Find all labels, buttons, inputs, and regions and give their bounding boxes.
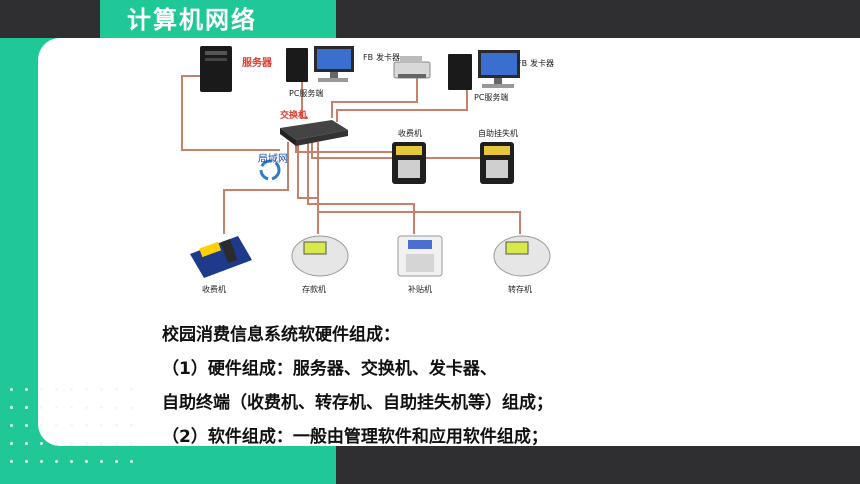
decorative-dot <box>40 388 43 391</box>
pos-top-label: 收费机 <box>398 128 422 138</box>
card-issuer-icon <box>393 56 431 79</box>
decorative-dot <box>100 388 103 391</box>
subsidy-machine-icon <box>397 235 443 277</box>
decorative-dot <box>130 406 133 409</box>
card-issuer-2-label: 发卡器 <box>530 58 554 68</box>
decorative-dot <box>100 424 103 427</box>
description-text: 校园消费信息系统软硬件组成： （1）硬件组成：服务器、交换机、发卡器、 自助终端… <box>162 318 553 454</box>
decorative-dot <box>55 424 58 427</box>
decorative-dot <box>100 442 103 445</box>
decorative-dot <box>25 460 28 463</box>
decorative-dot <box>70 424 73 427</box>
decorative-dot <box>100 460 103 463</box>
deposit-label: 存款机 <box>302 284 326 294</box>
decorative-dot <box>130 460 133 463</box>
transfer-label: 转存机 <box>508 284 532 294</box>
decorative-dot <box>55 442 58 445</box>
decorative-dot <box>10 442 13 445</box>
server-icon <box>200 46 232 92</box>
decorative-dot <box>115 442 118 445</box>
decorative-dot <box>130 388 133 391</box>
decorative-dot <box>40 424 43 427</box>
decorative-dot <box>70 460 73 463</box>
description-line-2: （1）硬件组成：服务器、交换机、发卡器、 <box>162 359 497 379</box>
slide-title: 计算机网络 <box>127 6 257 34</box>
title-tab <box>100 0 336 38</box>
subsidy-label: 补贴机 <box>408 284 432 294</box>
pos-bottom-icon <box>190 236 252 278</box>
decorative-dot <box>40 406 43 409</box>
fb-label-1: FB <box>363 53 373 62</box>
decorative-dot <box>85 388 88 391</box>
decorative-dot <box>55 460 58 463</box>
decorative-dot <box>10 406 13 409</box>
decorative-dot <box>70 442 73 445</box>
pc-server-1-label: PC服务端 <box>289 88 323 98</box>
pos-bottom-label: 收费机 <box>202 284 226 294</box>
decorative-dot <box>70 388 73 391</box>
pc-server-1-icon <box>286 46 354 82</box>
decorative-dot <box>40 460 43 463</box>
decorative-dot <box>85 442 88 445</box>
deposit-machine-icon <box>291 235 349 277</box>
decorative-dot <box>40 442 43 445</box>
description-line-1: 校园消费信息系统软硬件组成： <box>162 325 400 345</box>
pc-server-2-label: PC服务端 <box>474 92 508 102</box>
decorative-dot <box>115 406 118 409</box>
decorative-dot <box>55 388 58 391</box>
description-line-4: （2）软件组成：一般由管理软件和应用软件组成； <box>162 427 548 447</box>
decorative-dot <box>10 424 13 427</box>
decorative-dot <box>115 388 118 391</box>
decorative-dot <box>10 460 13 463</box>
network-diagram: 服务器 PC服务端 FB 发卡器 PC服务端 FB 发卡器 交换机 局域网 收费… <box>181 46 554 294</box>
decorative-dot <box>10 388 13 391</box>
self-loss-terminal-icon <box>480 142 514 184</box>
switch-label: 交换机 <box>280 109 307 121</box>
decorative-dot <box>25 424 28 427</box>
decorative-dot <box>130 424 133 427</box>
description-line-3: 自助终端（收费机、转存机、自助挂失机等）组成； <box>162 393 553 413</box>
content-card <box>38 38 860 446</box>
pos-terminal-icon <box>392 142 426 184</box>
decorative-dot <box>115 460 118 463</box>
server-label: 服务器 <box>242 56 273 69</box>
decorative-dot <box>85 460 88 463</box>
transfer-machine-icon <box>493 235 551 277</box>
decorative-dot <box>85 424 88 427</box>
self-loss-label: 自助挂失机 <box>478 128 518 138</box>
decorative-dot <box>25 406 28 409</box>
cables <box>181 75 521 234</box>
pc-server-2-icon <box>448 50 520 90</box>
fb-label-2: FB <box>517 59 527 68</box>
decorative-dot <box>85 406 88 409</box>
decorative-dot <box>25 388 28 391</box>
decorative-dots <box>10 388 140 484</box>
lan-label: 局域网 <box>258 152 288 165</box>
lan-icon <box>259 159 281 181</box>
switch-icon <box>280 120 348 146</box>
decorative-dot <box>130 442 133 445</box>
decorative-dot <box>25 442 28 445</box>
decorative-dot <box>55 406 58 409</box>
decorative-dot <box>70 406 73 409</box>
decorative-dot <box>115 424 118 427</box>
card-issuer-1-label: 发卡器 <box>376 52 400 62</box>
decorative-dot <box>100 406 103 409</box>
